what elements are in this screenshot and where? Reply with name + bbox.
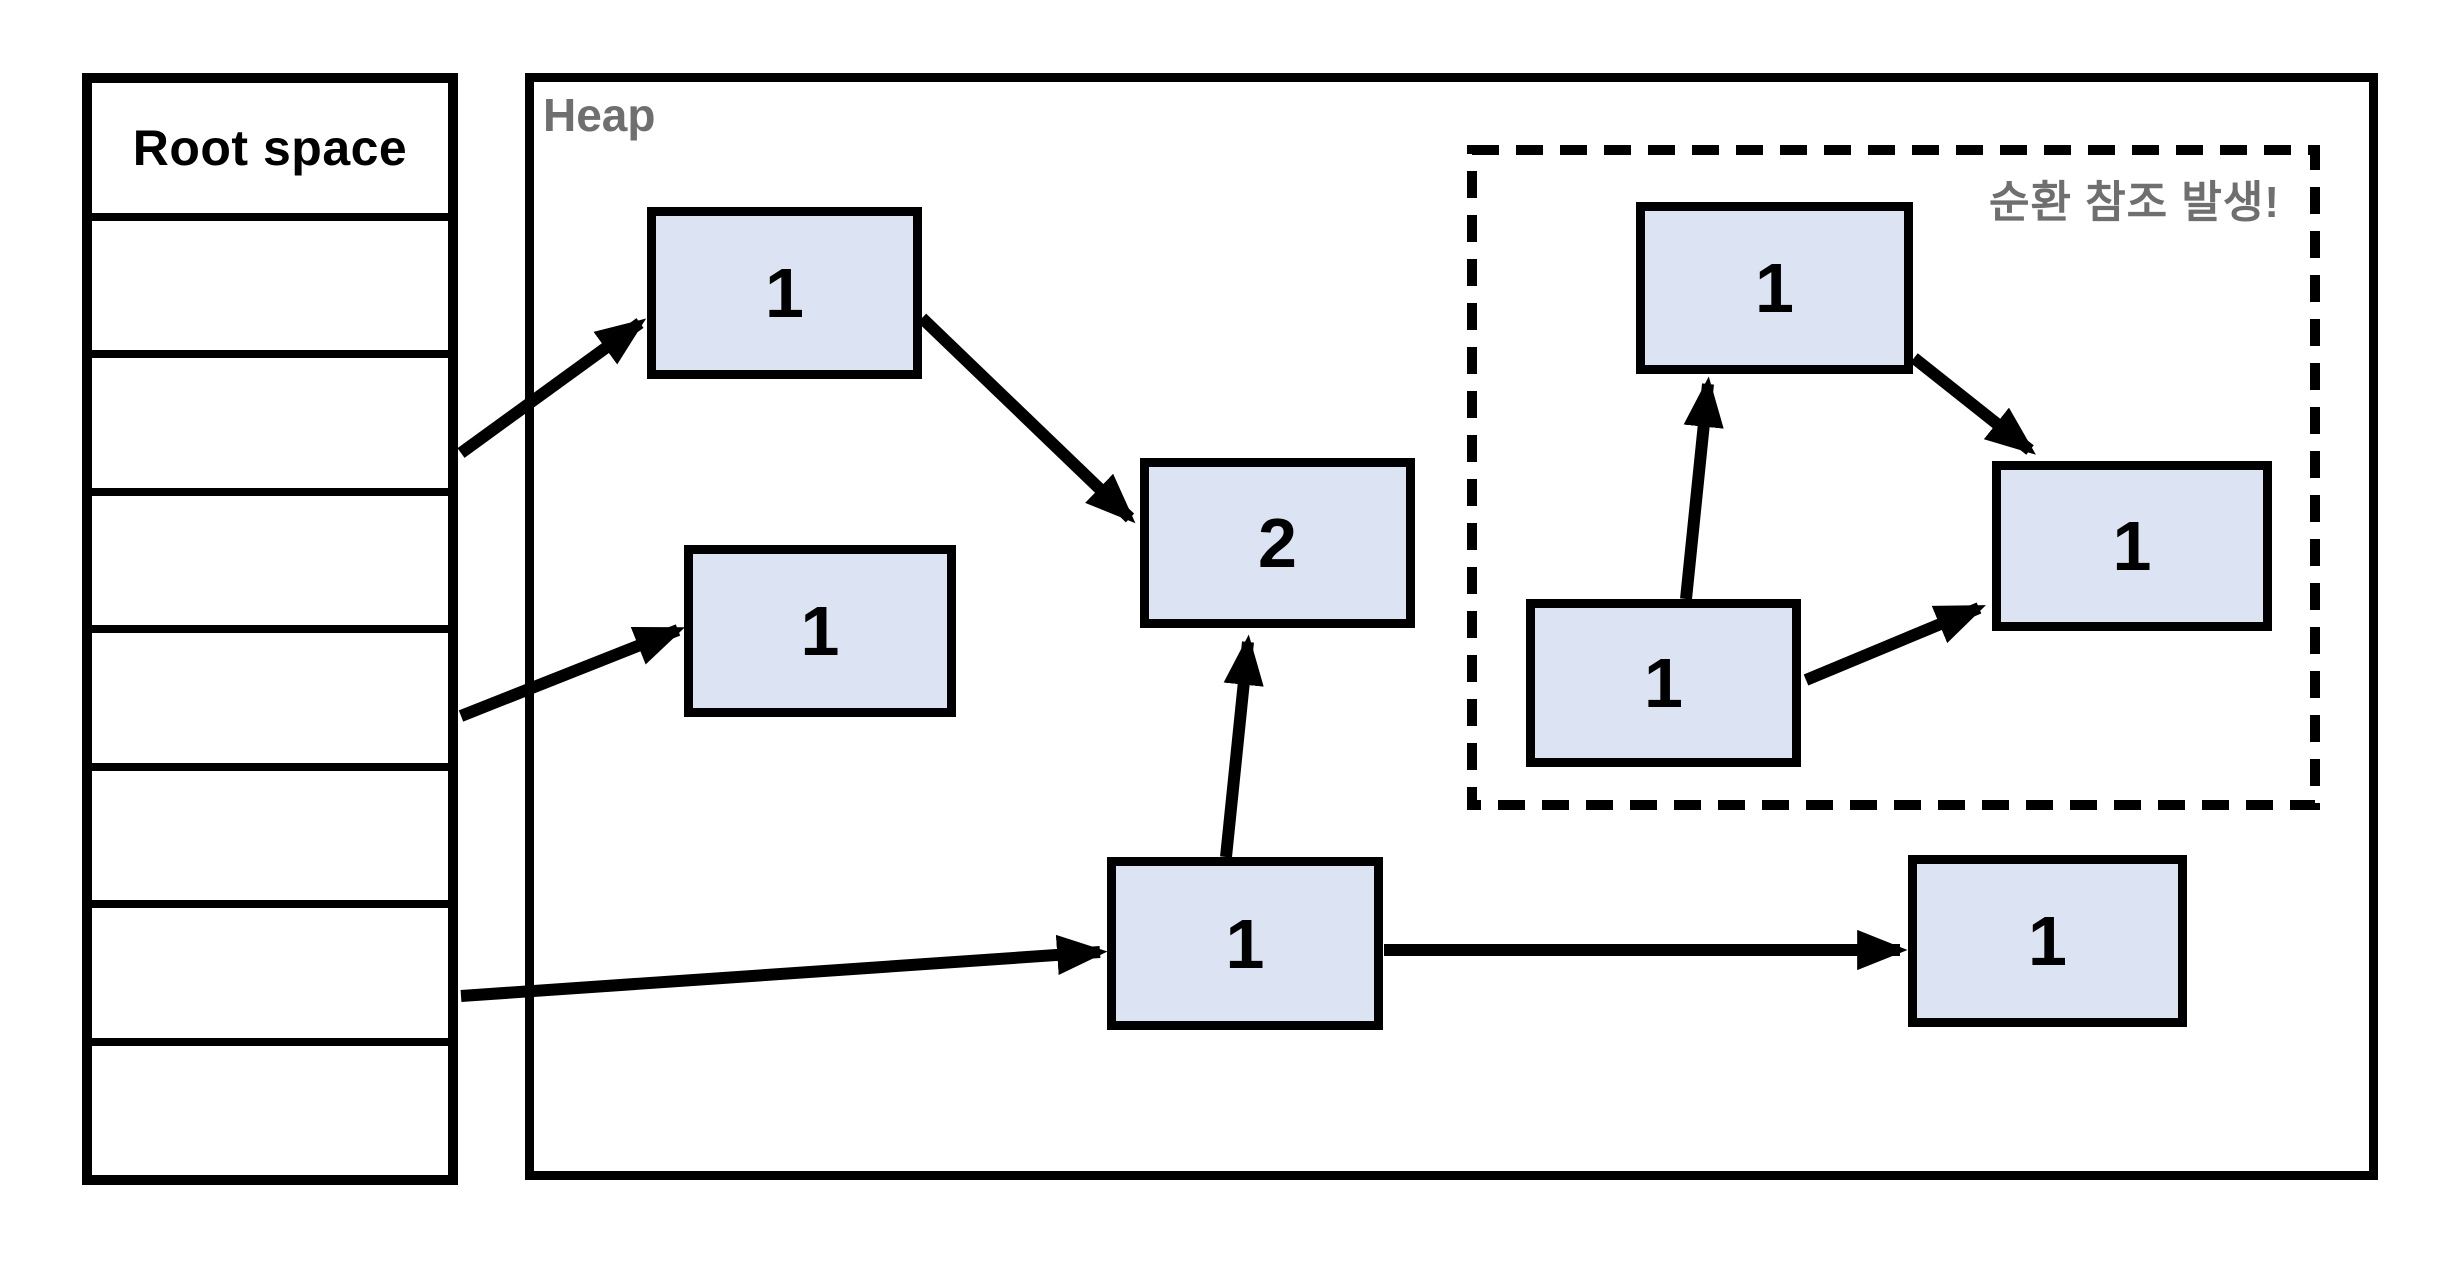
root-slot-5	[92, 762, 448, 901]
ref-count-value: 1	[1755, 249, 1794, 327]
cycle-note-label: 순환 참조 발생!	[1989, 178, 2280, 227]
root-slot-2	[92, 350, 448, 488]
heap-node-bottom-right: 1	[1908, 855, 2187, 1027]
heap-label: Heap	[543, 89, 656, 141]
heap-node-top-left: 1	[647, 207, 922, 379]
cycle-node-right: 1	[1992, 461, 2272, 631]
ref-count-value: 2	[1258, 504, 1297, 582]
ref-count-value: 1	[2028, 902, 2067, 980]
cycle-node-bottom-left: 1	[1526, 599, 1801, 767]
ref-count-value: 1	[800, 592, 840, 670]
heap-node-mid-left: 1	[684, 545, 956, 717]
ref-count-value: 1	[1225, 904, 1265, 983]
ref-count-value: 1	[1644, 644, 1683, 722]
ref-count-value: 1	[765, 254, 804, 332]
heap-node-center: 2	[1140, 458, 1415, 628]
root-space-table: Root space	[82, 73, 458, 1185]
root-slot-1	[92, 212, 448, 351]
ref-count-value: 1	[2112, 507, 2152, 585]
root-slot-6	[92, 900, 448, 1038]
root-slot-3	[92, 487, 448, 626]
root-space-header: Root space	[92, 83, 448, 213]
heap-node-bottom-center: 1	[1107, 857, 1383, 1030]
root-space-title: Root space	[132, 119, 408, 176]
root-slot-7	[92, 1037, 448, 1176]
cycle-node-top: 1	[1636, 202, 1913, 374]
root-slot-4	[92, 625, 448, 763]
